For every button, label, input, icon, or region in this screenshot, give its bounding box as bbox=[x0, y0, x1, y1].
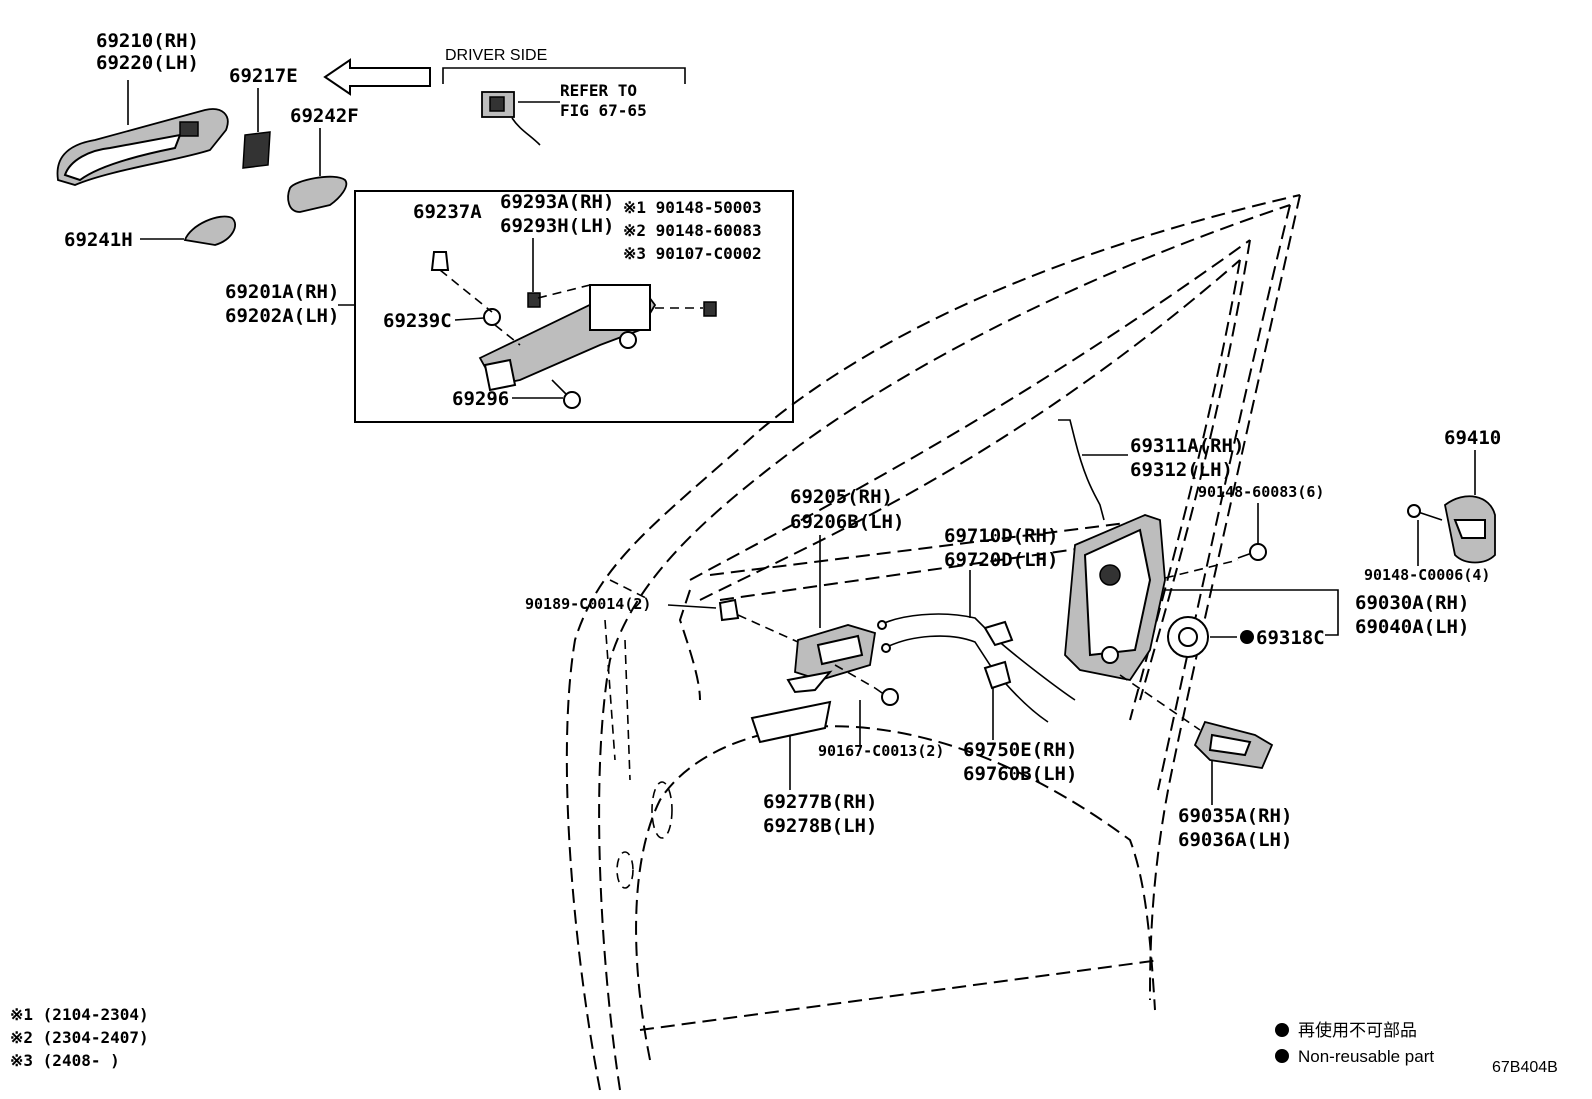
part-labels: 69210(RH) 69220(LH) 69217E 69242F 69241H… bbox=[64, 30, 1501, 851]
label-69210: 69210(RH) bbox=[96, 30, 199, 52]
legend: 再使用不可部品 Non-reusable part bbox=[1275, 1020, 1434, 1066]
gasket-part-69241H bbox=[183, 215, 237, 246]
door-lock-part bbox=[1064, 514, 1166, 682]
label-note3: ※3 90107-C0002 bbox=[623, 244, 762, 263]
label-69277B: 69277B(RH) bbox=[763, 791, 877, 813]
label-69242F: 69242F bbox=[290, 105, 359, 127]
label-69030A: 69030A(RH) bbox=[1355, 592, 1469, 614]
screw-part-90167 bbox=[874, 687, 899, 706]
label-69237A: 69237A bbox=[413, 201, 482, 223]
label-69201A: 69201A(RH) bbox=[225, 281, 339, 303]
gasket-ring-part bbox=[1167, 616, 1209, 658]
clip-part-90189 bbox=[718, 598, 740, 622]
label-69293H: 69293H(LH) bbox=[500, 215, 614, 237]
label-69720D: 69720D(LH) bbox=[944, 549, 1058, 571]
label-69202A: 69202A(LH) bbox=[225, 305, 339, 327]
handle-bezel-part bbox=[750, 700, 832, 744]
label-fig-ref: FIG 67-65 bbox=[560, 101, 647, 120]
legend-dot-jp bbox=[1275, 1023, 1289, 1037]
driver-side-arrow bbox=[323, 58, 431, 96]
legend-jp: 再使用不可部品 bbox=[1298, 1020, 1417, 1040]
label-69318C: 69318C bbox=[1256, 627, 1325, 649]
label-69036A: 69036A(LH) bbox=[1178, 829, 1292, 851]
label-69035A: 69035A(RH) bbox=[1178, 805, 1292, 827]
bolt-part-69296 bbox=[551, 379, 581, 409]
label-69241H: 69241H bbox=[64, 229, 133, 251]
screw-part-90148-C0006 bbox=[1407, 504, 1443, 521]
label-69206B: 69206B(LH) bbox=[790, 511, 904, 533]
footnote-1: ※1 (2104-2304) bbox=[10, 1005, 149, 1024]
lock-cover-part bbox=[1193, 720, 1274, 769]
label-note1: ※1 90148-50003 bbox=[623, 198, 762, 217]
gasket-part-69242F bbox=[287, 175, 348, 213]
screw-part-90148-60083 bbox=[1237, 543, 1267, 561]
lock-cylinder-part bbox=[481, 91, 541, 146]
inside-handle-part bbox=[786, 624, 877, 694]
label-69205: 69205(RH) bbox=[790, 486, 893, 508]
label-69312: 69312(LH) bbox=[1130, 459, 1233, 481]
label-90148-C0006: 90148-C0006(4) bbox=[1364, 566, 1490, 584]
label-69750E: 69750E(RH) bbox=[963, 739, 1077, 761]
non-reusable-dot-69318C bbox=[1240, 630, 1254, 644]
cap-part-69217E bbox=[242, 131, 271, 169]
label-69311A: 69311A(RH) bbox=[1130, 435, 1244, 457]
lock-rod-part bbox=[1058, 419, 1105, 521]
label-69040A: 69040A(LH) bbox=[1355, 616, 1469, 638]
handle-frame-part bbox=[478, 283, 657, 392]
label-refer-to: REFER TO bbox=[560, 81, 637, 100]
handle-frame-box bbox=[354, 190, 794, 423]
legend-en: Non-reusable part bbox=[1298, 1047, 1434, 1066]
footnotes: ※1 (2104-2304) ※2 (2304-2407) ※3 (2408- … bbox=[10, 1005, 149, 1070]
label-69278B: 69278B(LH) bbox=[763, 815, 877, 837]
cable-parts bbox=[877, 613, 1076, 723]
label-90189: 90189-C0014(2) bbox=[525, 595, 651, 613]
striker-part bbox=[1444, 495, 1496, 564]
legend-dot-en bbox=[1275, 1049, 1289, 1063]
door-outline bbox=[565, 194, 1301, 1091]
label-69760B: 69760B(LH) bbox=[963, 763, 1077, 785]
label-69293A: 69293A(RH) bbox=[500, 191, 614, 213]
label-90167: 90167-C0013(2) bbox=[818, 742, 944, 760]
diagram-code: 67B404B bbox=[1492, 1059, 1558, 1076]
label-69239C: 69239C bbox=[383, 310, 452, 332]
label-90148-60083: 90148-60083(6) bbox=[1198, 483, 1324, 501]
label-69217E: 69217E bbox=[229, 65, 298, 87]
label-note2: ※2 90148-60083 bbox=[623, 221, 762, 240]
outside-handle-part bbox=[56, 108, 229, 186]
footnote-2: ※2 (2304-2407) bbox=[10, 1028, 149, 1047]
label-69296: 69296 bbox=[452, 388, 509, 410]
footnote-3: ※3 (2408- ) bbox=[10, 1051, 120, 1070]
label-69410: 69410 bbox=[1444, 427, 1501, 449]
label-driver-side: DRIVER SIDE bbox=[445, 47, 547, 64]
label-69220: 69220(LH) bbox=[96, 52, 199, 74]
label-69710D: 69710D(RH) bbox=[944, 525, 1058, 547]
